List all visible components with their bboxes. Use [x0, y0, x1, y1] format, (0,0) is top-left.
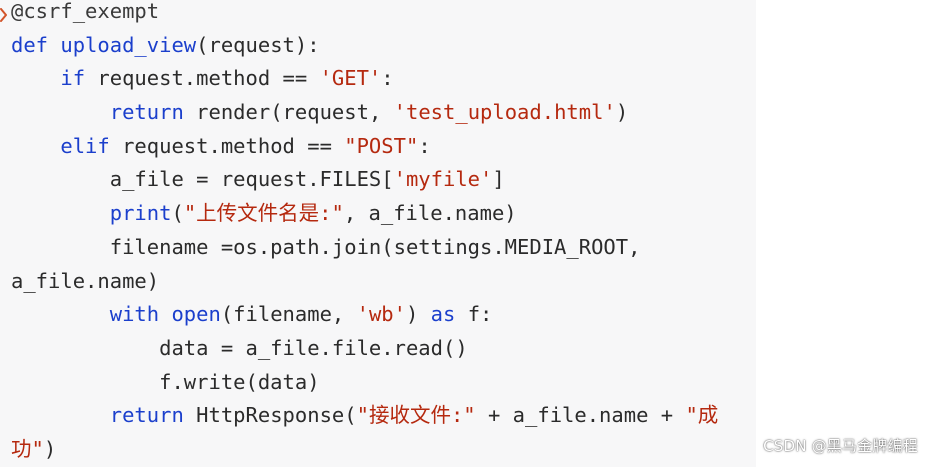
code-token: ) [405, 302, 431, 327]
code-line: with open(filename, 'wb') as f: [11, 298, 718, 332]
code-token: a_file = request.FILES[ [11, 167, 394, 192]
code-token [159, 302, 171, 326]
code-token: as [430, 302, 456, 327]
code-token: print [109, 201, 172, 226]
code-token: ] [492, 167, 505, 192]
code-token: a_file.name) [11, 268, 160, 293]
code-token: ) [43, 436, 57, 461]
code-token: 'test_upload.html' [393, 100, 616, 125]
code-token [11, 201, 110, 225]
code-token: ( [171, 201, 184, 226]
watermark: CSDN @黑马金牌编程 [763, 437, 918, 455]
code-line: a_file = request.FILES['myfile'] [11, 163, 718, 197]
code-token: : [418, 133, 431, 158]
code-line: def upload_view(request): [11, 29, 718, 63]
code-token: return [109, 100, 184, 125]
code-token [11, 66, 60, 90]
code-token: "POST" [344, 133, 419, 158]
code-token: "接收文件:" [356, 403, 476, 428]
code-token: 功" [11, 436, 44, 461]
code-line: data = a_file.file.read() [11, 332, 718, 366]
code-token: : [381, 66, 394, 91]
code-token: (filename, [220, 302, 357, 327]
code-token [11, 134, 60, 158]
code-token: def [11, 32, 61, 57]
code-line: return render(request, 'test_upload.html… [11, 96, 718, 130]
code-line: filename =os.path.join(settings.MEDIA_RO… [11, 231, 718, 265]
code-token: f: [455, 302, 493, 327]
code-token: @csrf_exempt [11, 0, 160, 23]
code-token: "上传文件名是:" [183, 201, 344, 226]
code-line: return HttpResponse("接收文件:" + a_file.nam… [11, 399, 719, 433]
code-token [11, 100, 110, 124]
code-line: f.write(data) [11, 366, 718, 400]
code-token: ) [615, 100, 629, 125]
code-token: return [109, 403, 184, 428]
code-token: render(request, [183, 100, 394, 125]
code-token: if [60, 66, 86, 91]
code-token: request.method == [109, 133, 345, 158]
code-token: f.write(data) [11, 369, 320, 394]
code-token: (request): [196, 32, 320, 57]
code-token: data = a_file.file.read() [11, 335, 468, 360]
code-token: HttpResponse( [183, 403, 357, 428]
code-token: open [171, 302, 221, 327]
code-token: "成 [685, 403, 719, 428]
code-line: 功") [11, 433, 718, 467]
code-token [11, 403, 110, 427]
code-token: 'myfile' [393, 167, 493, 192]
code-token: elif [60, 133, 110, 158]
code-token: 'GET' [319, 66, 382, 91]
code-line: if request.method == 'GET': [11, 62, 718, 96]
code-token: 'wb' [356, 302, 406, 327]
code-line: a_file.name) [11, 265, 718, 299]
code-line: @csrf_exempt [11, 0, 718, 29]
code-line: print("上传文件名是:", a_file.name) [11, 197, 718, 231]
code-token: upload_view [60, 32, 197, 57]
code-token: + a_file.name + [475, 403, 686, 428]
code-token: , a_file.name) [343, 201, 517, 226]
code-token: request.method == [85, 66, 320, 91]
code-token: filename =os.path.join(settings.MEDIA_RO… [11, 234, 641, 259]
code-token [11, 302, 110, 326]
code-token: with [109, 302, 160, 327]
code-line: elif request.method == "POST": [11, 130, 718, 164]
cursor-chevron-icon [0, 8, 7, 22]
